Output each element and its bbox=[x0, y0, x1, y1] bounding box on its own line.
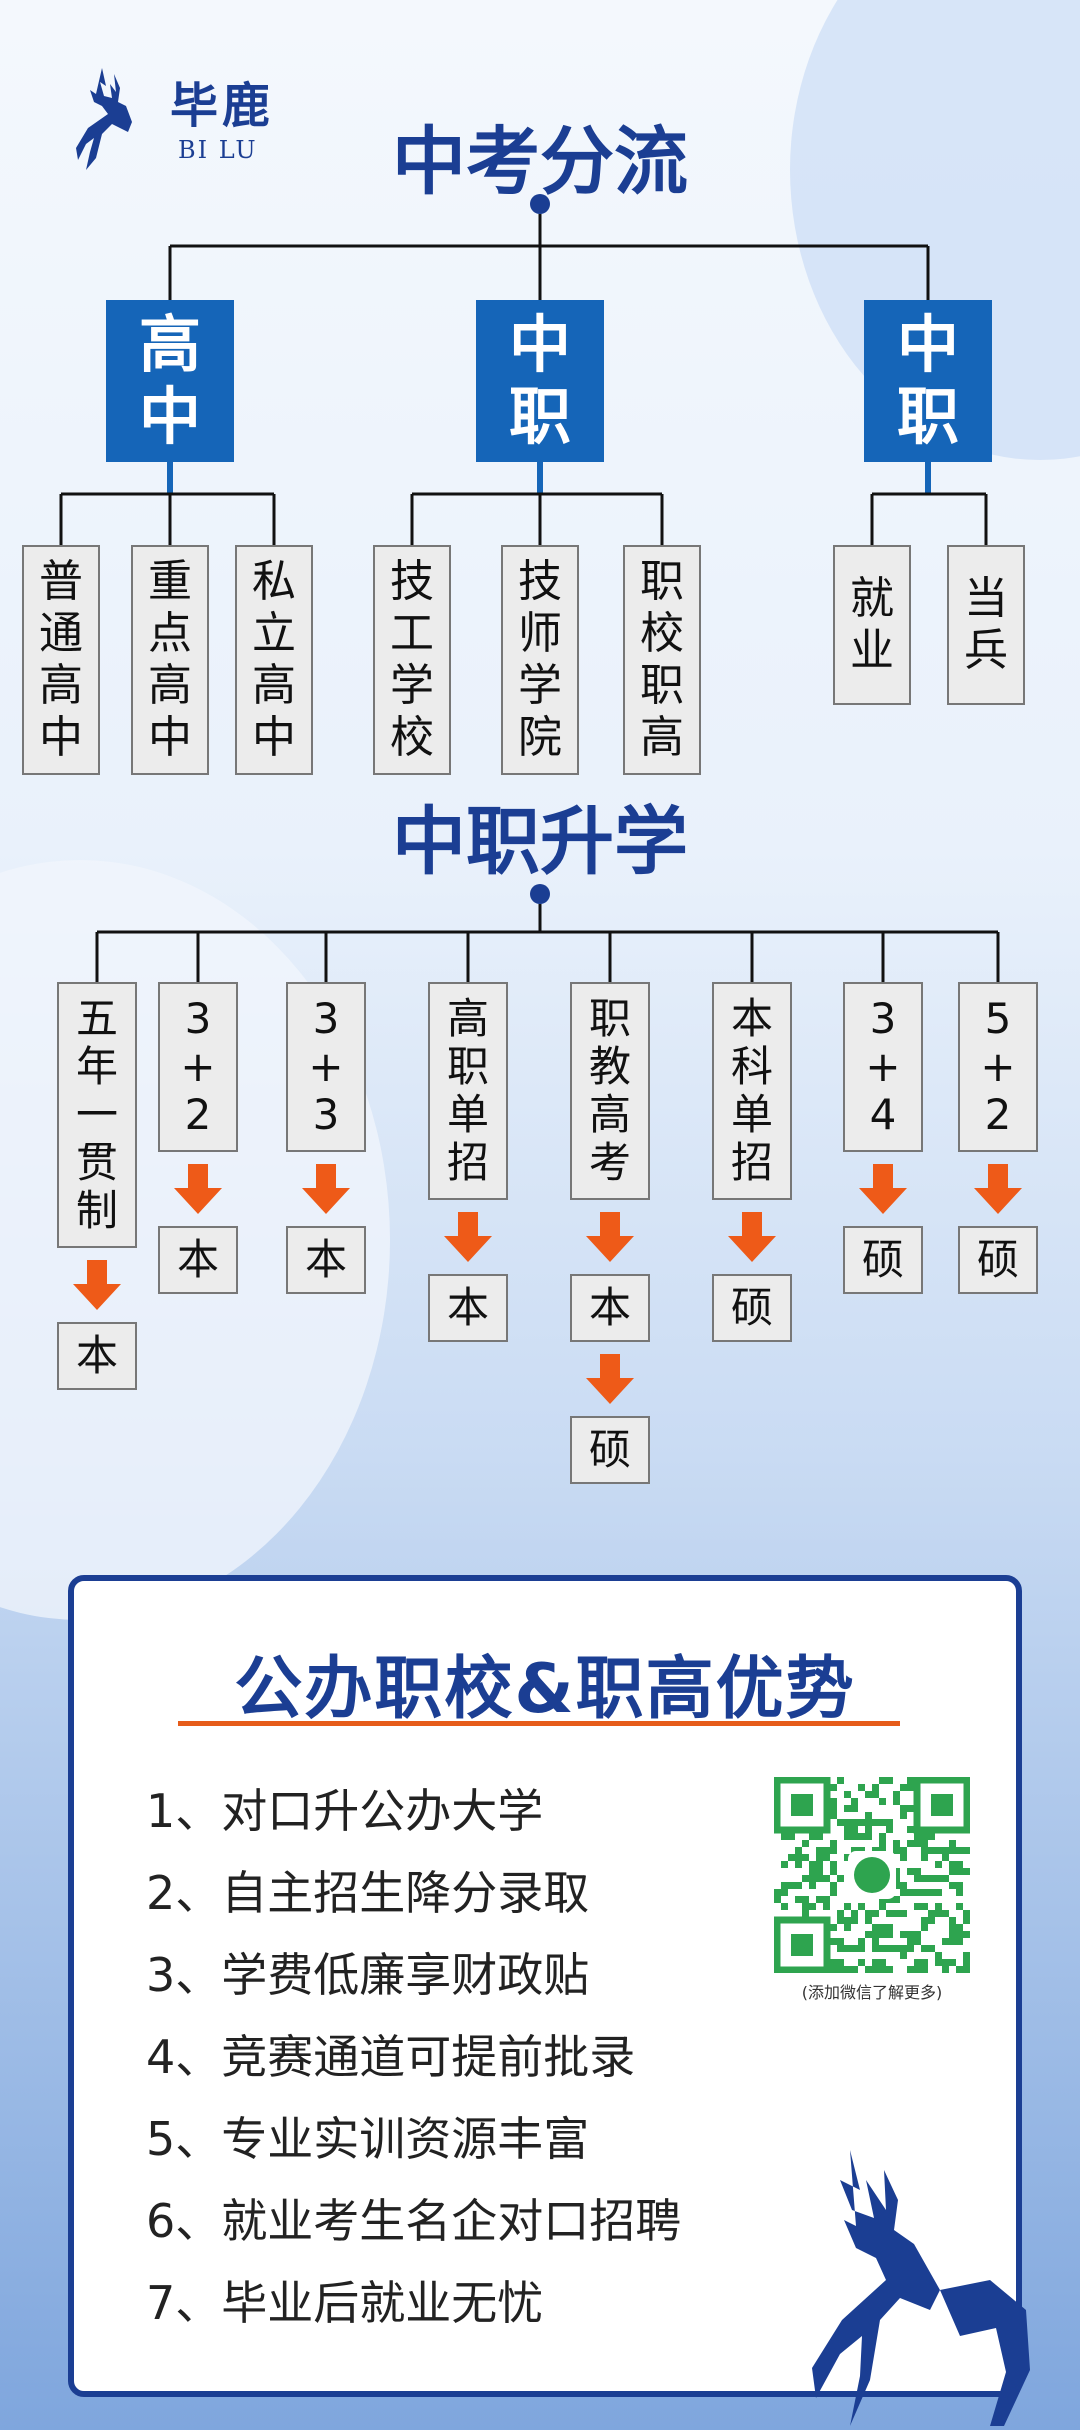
down-arrow bbox=[859, 1164, 907, 1214]
down-arrow bbox=[174, 1164, 222, 1214]
path-box: 五年一贯制 bbox=[57, 982, 137, 1248]
result-box: 本 bbox=[57, 1322, 137, 1390]
sub-box: 私立高中 bbox=[235, 545, 313, 775]
path-box: 5+2 bbox=[958, 982, 1038, 1152]
wechat-qr-icon bbox=[774, 1777, 970, 1973]
down-arrow bbox=[586, 1354, 634, 1404]
qr-caption: (添加微信了解更多) bbox=[801, 1983, 943, 2002]
advantage-item: 2、自主招生降分录取 bbox=[146, 1866, 590, 1920]
path-box: 高职单招 bbox=[428, 982, 508, 1200]
down-arrow bbox=[728, 1212, 776, 1262]
root-dot bbox=[530, 194, 550, 214]
result-box: 硕 bbox=[958, 1226, 1038, 1294]
result-box: 硕 bbox=[843, 1226, 923, 1294]
down-arrow bbox=[586, 1212, 634, 1262]
sub-box: 技师学院 bbox=[501, 545, 579, 775]
path-box: 3+4 bbox=[843, 982, 923, 1152]
shengxue-title: 中职升学 bbox=[392, 799, 688, 885]
down-arrow bbox=[302, 1164, 350, 1214]
flow-diagram bbox=[59, 194, 1022, 1404]
down-arrow bbox=[73, 1260, 121, 1310]
result-box: 本 bbox=[158, 1226, 238, 1294]
brand-latin: BI LU bbox=[178, 136, 258, 164]
down-arrow bbox=[444, 1212, 492, 1262]
result-box: 本 bbox=[570, 1274, 650, 1342]
advantages-title: 公办职校&职高优势 bbox=[234, 1650, 856, 1729]
category-box: 高中 bbox=[106, 300, 234, 462]
down-arrow bbox=[974, 1164, 1022, 1214]
sub-box: 技工学校 bbox=[373, 545, 451, 775]
path-box: 3+3 bbox=[286, 982, 366, 1152]
advantage-item: 1、对口升公办大学 bbox=[146, 1784, 544, 1838]
path-box: 职教高考 bbox=[570, 982, 650, 1200]
advantage-item: 7、毕业后就业无忧 bbox=[146, 2276, 544, 2330]
zhongkao-title: 中考分流 bbox=[392, 119, 688, 205]
path-box: 3+2 bbox=[158, 982, 238, 1152]
result-box: 硕 bbox=[570, 1416, 650, 1484]
sub-box: 重点高中 bbox=[131, 545, 209, 775]
advantage-item: 5、专业实训资源丰富 bbox=[146, 2112, 590, 2166]
category-box: 中职 bbox=[864, 300, 992, 462]
sub-box: 普通高中 bbox=[22, 545, 100, 775]
advantage-item: 6、就业考生名企对口招聘 bbox=[146, 2194, 682, 2248]
deer-logo-icon bbox=[76, 68, 132, 170]
sub-box: 当兵 bbox=[947, 545, 1025, 705]
root-dot bbox=[530, 884, 550, 904]
result-box: 本 bbox=[286, 1226, 366, 1294]
advantage-item: 4、竞赛通道可提前批录 bbox=[146, 2030, 636, 2084]
advantage-item: 3、学费低廉享财政贴 bbox=[146, 1948, 590, 2002]
result-box: 硕 bbox=[712, 1274, 792, 1342]
deer-illustration-icon bbox=[812, 2150, 1030, 2426]
sub-box: 职校职高 bbox=[623, 545, 701, 775]
advantages-panel: 公办职校&职高优势 1、对口升公办大学 2、自主招生降分录取 3、学费低廉享财政贴 4… bbox=[68, 1575, 1022, 2397]
sub-box: 就业 bbox=[833, 545, 911, 705]
brand-name: 毕鹿 bbox=[170, 78, 275, 134]
path-box: 本科单招 bbox=[712, 982, 792, 1200]
category-box: 中职 bbox=[476, 300, 604, 462]
title-underline bbox=[178, 1721, 900, 1726]
result-box: 本 bbox=[428, 1274, 508, 1342]
